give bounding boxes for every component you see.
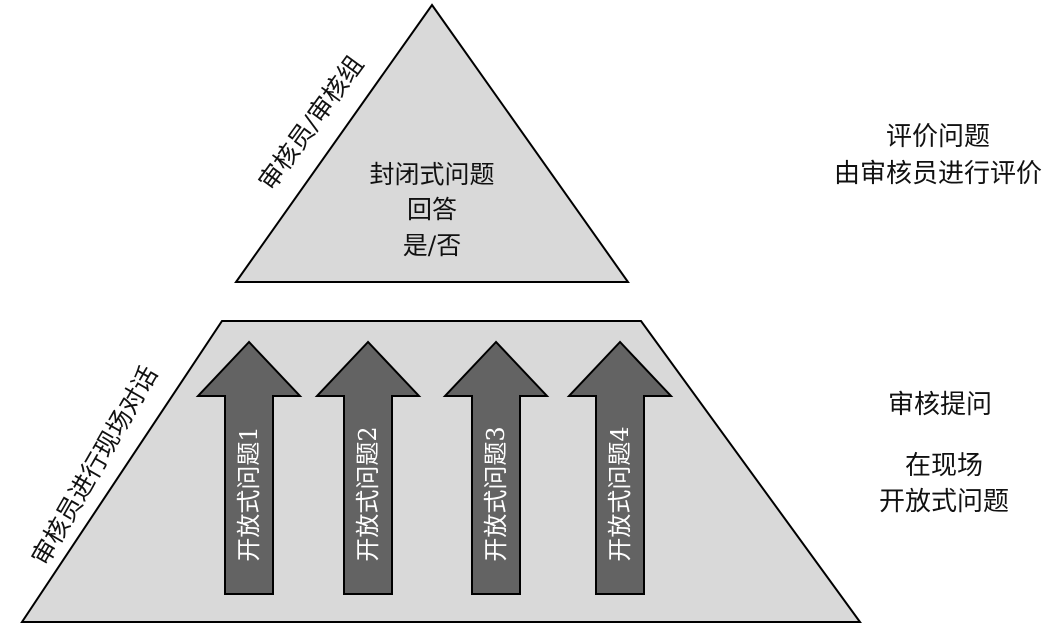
arrow-shape — [566, 340, 674, 595]
arrow-shape — [195, 340, 303, 595]
note-open-question: 开放式问题 — [879, 487, 1009, 517]
arrow-label: 开放式问题2 — [354, 426, 382, 561]
note-onsite: 在现场 — [905, 451, 983, 481]
open-question-arrow-2: 开放式问题2 — [314, 340, 422, 595]
arrow-shape — [442, 340, 550, 595]
arrow-shape — [314, 340, 422, 595]
note-evaluate-desc: 由审核员进行评价 — [834, 159, 1042, 189]
arrow-label: 开放式问题1 — [235, 426, 263, 561]
top-triangle — [234, 3, 630, 283]
bottom-trapezoid — [20, 320, 862, 623]
closed-question-line-2: 回答 — [407, 195, 457, 224]
closed-question-line-1: 封闭式问题 — [369, 160, 494, 189]
note-audit-question-title: 审核提问 — [888, 390, 992, 420]
open-question-arrow-1: 开放式问题1 — [195, 340, 303, 595]
open-question-arrow-4: 开放式问题4 — [566, 340, 674, 595]
open-question-arrow-3: 开放式问题3 — [442, 340, 550, 595]
arrow-label: 开放式问题3 — [482, 426, 510, 561]
arrow-label: 开放式问题4 — [606, 426, 634, 561]
closed-question-line-3: 是/否 — [403, 231, 461, 260]
note-evaluate-title: 评价问题 — [886, 122, 990, 152]
